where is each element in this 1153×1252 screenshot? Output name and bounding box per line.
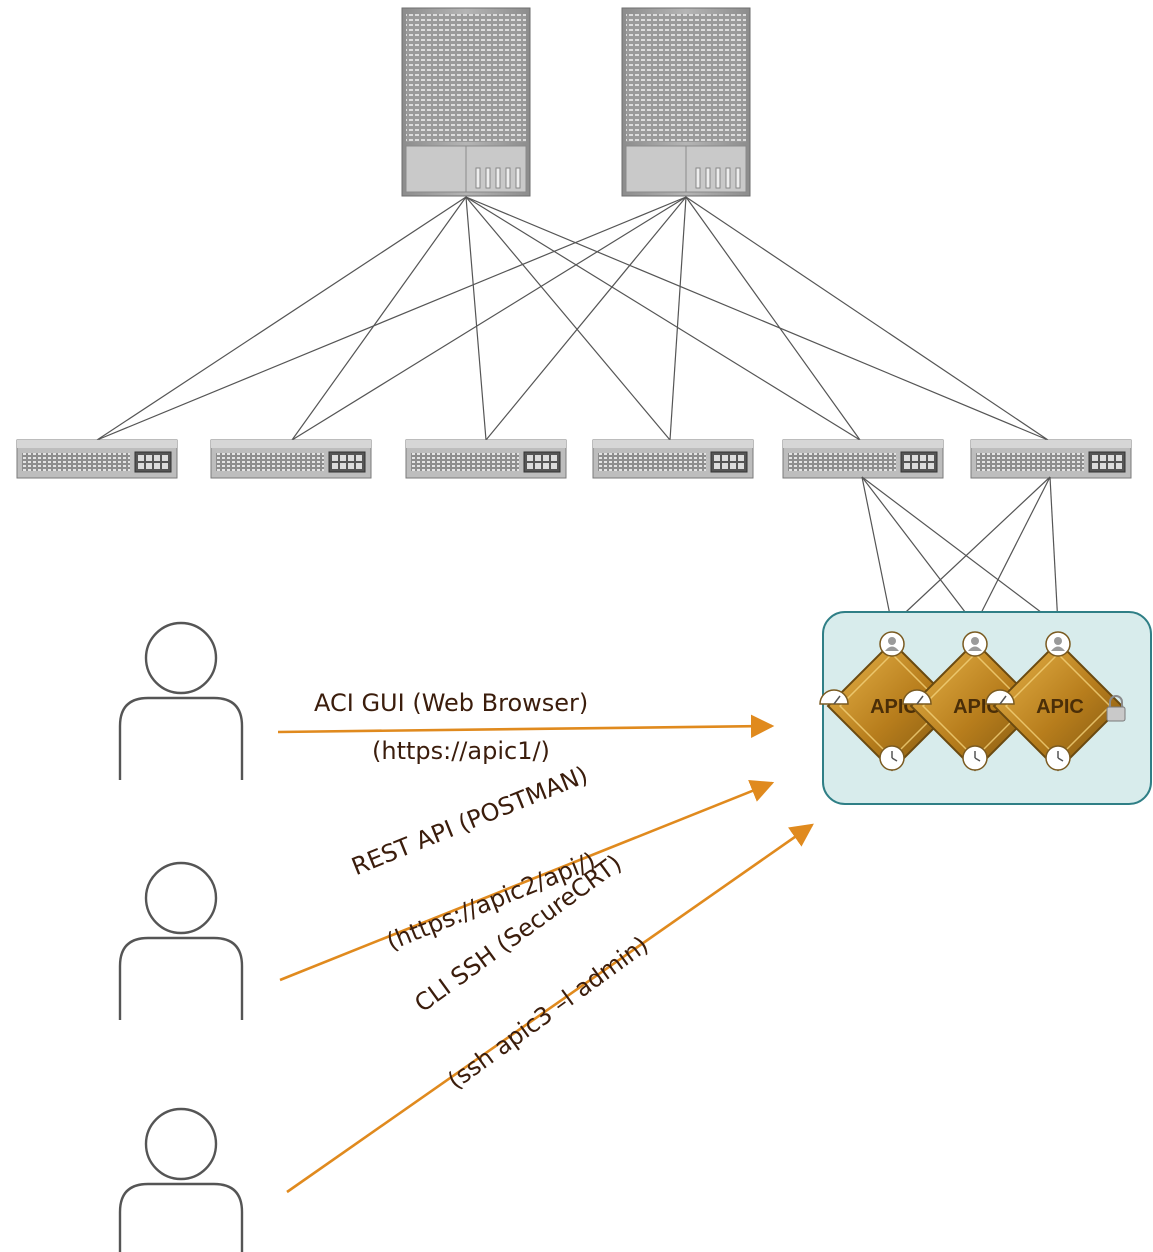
link-spine2-leaf4 <box>669 196 687 441</box>
link-spine2-leaf5 <box>685 196 861 441</box>
leaf-switch-icon <box>782 439 944 479</box>
apic-controller-icon: APIC <box>902 631 1041 772</box>
leaf-switch-icon <box>592 439 754 479</box>
gui-label-title: ACI GUI (Web Browser) <box>314 689 589 717</box>
link-leaf6-apic2 <box>974 476 1051 626</box>
fabric-links <box>96 196 1049 441</box>
link-spine2-leaf3 <box>485 196 687 441</box>
cli-arrow <box>286 823 814 1194</box>
apic-controller-icon: APIC <box>985 631 1124 772</box>
link-spine2-leaf6 <box>685 196 1049 441</box>
person-icon <box>118 621 244 780</box>
spine-switch-icon <box>401 7 531 197</box>
gui-arrow <box>277 714 775 738</box>
leaf-switch-icon <box>16 439 178 479</box>
leaf-switches <box>16 439 1132 479</box>
link-leaf6-apic3 <box>1049 476 1059 626</box>
link-spine2-leaf2 <box>291 196 687 441</box>
rest-arrow <box>279 779 775 982</box>
link-spine1-leaf4 <box>465 196 671 441</box>
leaf-switch-icon <box>405 439 567 479</box>
leaf-switch-icon <box>970 439 1132 479</box>
apic-label: APIC <box>1036 696 1084 718</box>
person-icon <box>118 861 244 1020</box>
link-leaf5-apic1 <box>861 476 893 626</box>
gui-label-url: (https://apic1/) <box>372 737 550 765</box>
lock-icon <box>1106 695 1126 722</box>
link-spine2-leaf1 <box>96 196 687 441</box>
link-spine1-leaf3 <box>465 196 487 441</box>
link-spine1-leaf2 <box>291 196 467 441</box>
users <box>118 621 244 1252</box>
connection-arrows <box>277 714 814 1194</box>
link-spine1-leaf6 <box>465 196 1049 441</box>
link-leaf5-apic2 <box>861 476 976 626</box>
link-leaf5-apic3 <box>861 476 1059 626</box>
person-icon <box>118 1107 244 1252</box>
link-leaf6-apic1 <box>891 476 1051 626</box>
link-spine1-leaf1 <box>96 196 467 441</box>
spine-switch-icon <box>621 7 751 197</box>
leaf-switch-icon <box>210 439 372 479</box>
apic-links <box>861 476 1059 626</box>
link-spine1-leaf5 <box>465 196 861 441</box>
